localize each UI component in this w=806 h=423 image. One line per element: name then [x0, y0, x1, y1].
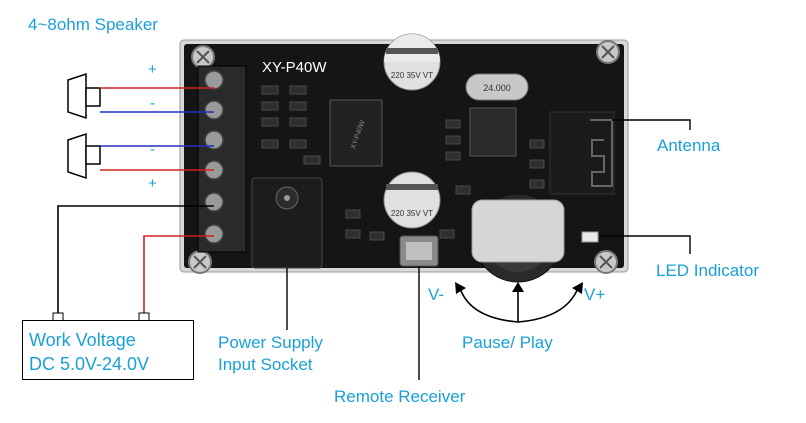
capacitor-bottom: 220 35V VT	[383, 171, 441, 229]
input-socket-label: Input Socket	[218, 355, 313, 374]
speaker-icon	[67, 72, 101, 120]
pause-play-label: Pause/ Play	[462, 333, 553, 352]
antenna-trace	[590, 119, 613, 187]
terminal-sign: +	[148, 175, 157, 192]
work-voltage-title: Work Voltage	[29, 330, 136, 350]
terminal-screws	[204, 70, 224, 244]
amplifier-chip	[329, 99, 383, 167]
led	[581, 231, 599, 243]
power-wires	[57, 205, 214, 314]
speaker-spec-label: 4~8ohm Speaker	[28, 15, 158, 34]
encoder-body	[471, 199, 565, 263]
terminal-sign: +	[148, 61, 157, 78]
work-voltage-range: DC 5.0V-24.0V	[29, 354, 150, 374]
antenna-module	[549, 111, 615, 195]
capacitor-bottom-marking: 220 35V VT	[391, 209, 433, 218]
callout-lines	[286, 119, 691, 380]
terminal-sign: -	[150, 141, 155, 158]
board-model: XY-P40W	[262, 59, 327, 76]
volume-up-label: V+	[584, 285, 606, 304]
speaker-icon	[67, 132, 101, 180]
capacitor-top: 220 35V VT	[383, 33, 441, 91]
terminal-sign: -	[150, 95, 155, 112]
crystal-marking: 24.000	[483, 83, 511, 93]
crystal-oscillator	[465, 73, 529, 101]
capacitor-top-marking: 220 35V VT	[391, 71, 433, 80]
work-voltage-box: Work Voltage DC 5.0V-24.0V	[22, 320, 194, 380]
antenna-label: Antenna	[657, 136, 721, 155]
bluetooth-chip	[469, 107, 517, 157]
volume-down-label: V-	[428, 285, 445, 304]
terminal-block	[197, 65, 247, 253]
speaker-wires	[100, 87, 214, 171]
remote-receiver-label: Remote Receiver	[334, 387, 466, 406]
power-supply-label: Power Supply	[218, 333, 323, 352]
led-indicator-label: LED Indicator	[656, 261, 759, 280]
control-arrows	[459, 287, 579, 323]
